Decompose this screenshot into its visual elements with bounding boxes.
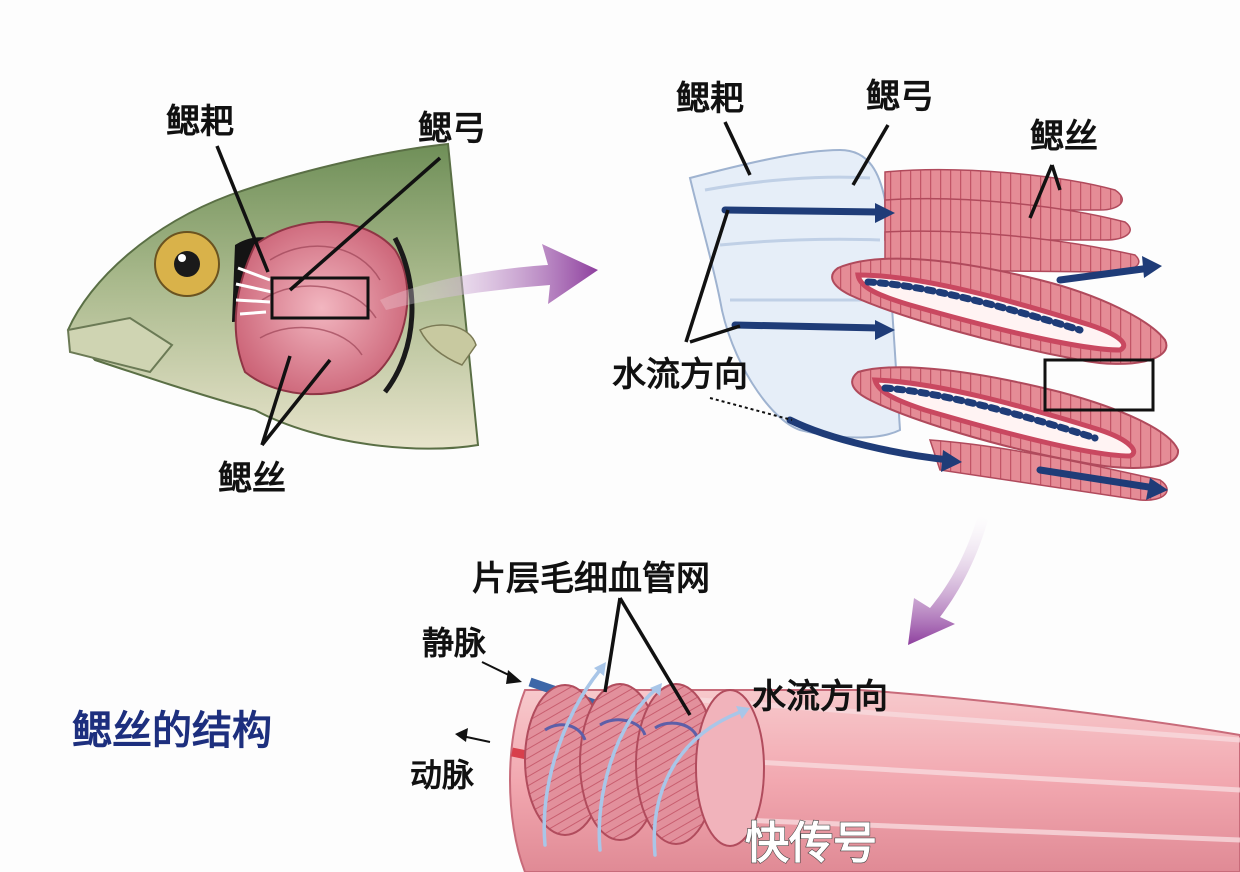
upper-filaments (884, 169, 1140, 273)
fish-mouth (66, 316, 174, 374)
lamella-label-water-flow: 水流方向 (752, 677, 888, 717)
lamella-illustration (455, 661, 1240, 872)
transition-arrow-down (908, 515, 988, 645)
figure-title: 鳃丝的结构 (72, 708, 272, 754)
operculum-edge (383, 236, 415, 394)
fish-label-gill-raker: 鳃耙 (166, 102, 234, 142)
gill-arch-shape (688, 148, 902, 439)
lamella-flow-arrows (542, 662, 750, 857)
pectoral-fin (418, 324, 477, 366)
gill-filaments-fish (234, 220, 409, 396)
cut-filament-lower (851, 366, 1180, 469)
detail-leader-lines (684, 121, 1062, 421)
detail-box-fish (270, 276, 370, 320)
water-flow-arrows-detail (721, 203, 1168, 500)
fish-eye-pupil (174, 251, 200, 277)
fish-label-gill-filament: 鳃丝 (218, 459, 286, 499)
lamella-discs (524, 683, 765, 847)
detail-label-gill-filament: 鳃丝 (1030, 117, 1098, 157)
watermark-text: 快传号 (745, 818, 877, 869)
gill-raker-teeth (235, 266, 273, 316)
gill-detail-illustration (688, 148, 1180, 501)
detail-label-gill-raker: 鳃耙 (676, 79, 744, 119)
transition-arrow-right (380, 244, 598, 310)
cut-filament-upper (831, 257, 1168, 365)
lamella-leader-lines (603, 597, 692, 716)
detail-box-filament (1043, 358, 1155, 412)
lamella-label-artery: 动脉 (410, 756, 475, 794)
detail-label-water-flow: 水流方向 (612, 355, 748, 395)
fish-leader-lines (215, 145, 442, 447)
detail-label-gill-arch: 鳃弓 (866, 77, 934, 117)
fish-label-gill-arch: 鳃弓 (418, 109, 486, 149)
lamella-label-capillary-net: 片层毛细血管网 (472, 559, 710, 599)
lamella-label-vein: 静脉 (422, 624, 487, 662)
fish-head-illustration (66, 142, 480, 450)
